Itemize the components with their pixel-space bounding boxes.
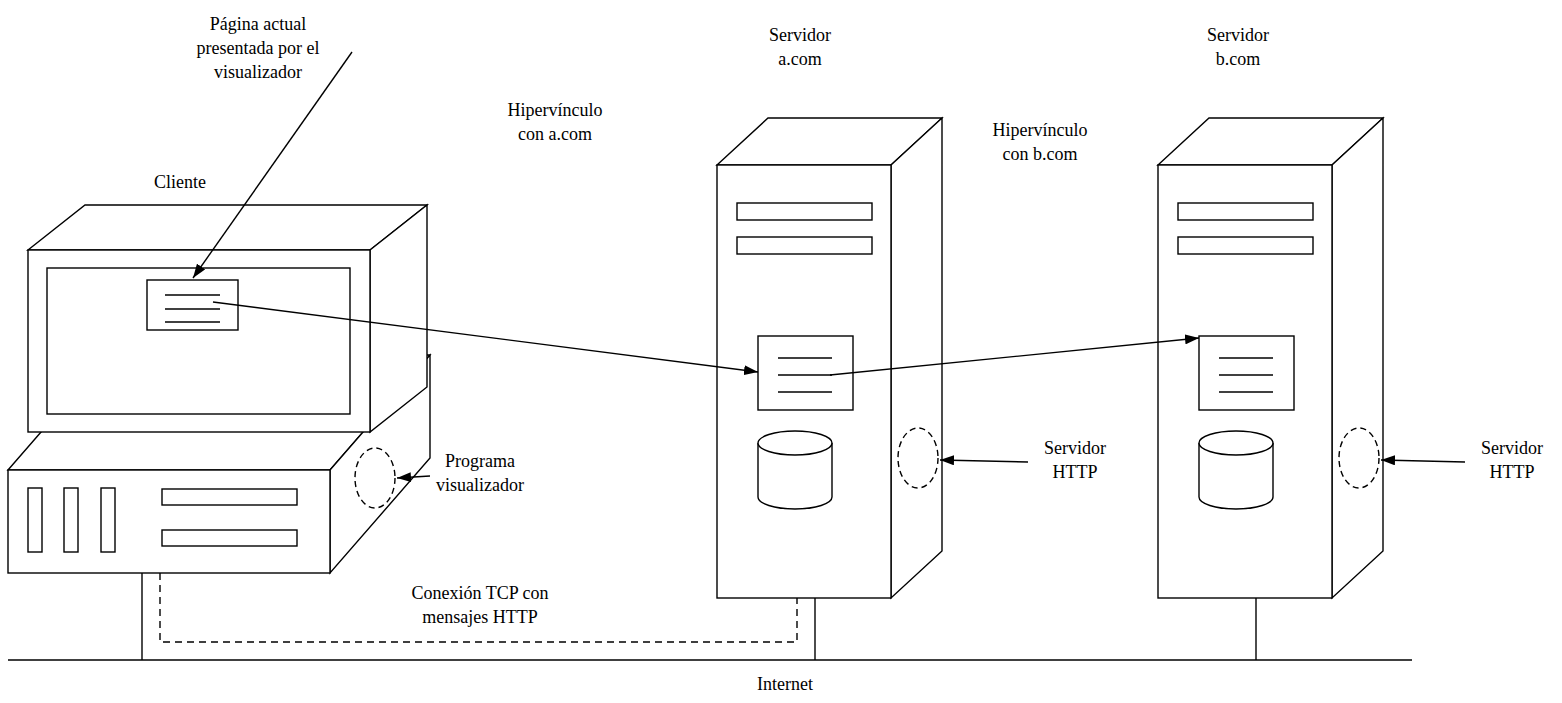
drive-slot xyxy=(1178,237,1313,254)
drive-bay xyxy=(28,488,42,552)
page-line xyxy=(1219,357,1273,358)
callout-label: Programa visualizador xyxy=(425,449,535,497)
monitor-side xyxy=(370,205,427,432)
leader-lines xyxy=(193,52,1465,478)
monitor-top xyxy=(28,205,427,250)
program-marker xyxy=(898,428,938,488)
callout-label: Servidor HTTP xyxy=(1472,436,1552,484)
edge-label: Hipervínculo con a.com xyxy=(500,98,610,146)
edge-label: Conexión TCP con mensajes HTTP xyxy=(405,581,555,629)
server-front xyxy=(717,165,891,598)
leader-line xyxy=(1381,460,1465,462)
web-page-icon xyxy=(147,280,238,330)
page-line xyxy=(1219,374,1273,375)
program-marker xyxy=(1339,428,1379,488)
node-heading: Servidor a.com xyxy=(755,23,845,71)
page-line xyxy=(778,374,832,375)
network-drop xyxy=(141,573,142,660)
network-label: Internet xyxy=(757,672,813,696)
monitor-screen xyxy=(47,268,350,414)
page-line xyxy=(1219,391,1273,392)
drive-slot xyxy=(162,530,297,546)
node-heading: Servidor b.com xyxy=(1193,23,1283,71)
server-front xyxy=(1158,165,1332,598)
drive-slot xyxy=(162,489,297,505)
drive-slot xyxy=(1178,203,1313,220)
server-machine: Servidor b.com xyxy=(1158,118,1383,598)
network-drop xyxy=(814,598,815,660)
server-a-figure xyxy=(717,118,942,660)
hyperlink-arrow xyxy=(213,302,758,372)
page-line xyxy=(778,391,832,392)
drive-bay xyxy=(101,488,115,552)
program-marker xyxy=(355,448,395,508)
hyperlink-arrow xyxy=(830,338,1199,375)
server-side xyxy=(891,118,942,598)
drive-slot xyxy=(737,203,872,220)
internet-line xyxy=(8,659,1412,660)
node-heading: Cliente xyxy=(154,170,206,194)
leader-line xyxy=(397,476,430,478)
callout-label: Página actual presentada por el visualiz… xyxy=(188,12,328,84)
web-page-icon xyxy=(1199,336,1294,410)
web-page-icon xyxy=(758,336,853,410)
client-computer-figure xyxy=(8,205,430,660)
client-computer: Cliente xyxy=(8,205,430,573)
edge-label: Hipervínculo con b.com xyxy=(985,118,1095,166)
server-machine: Servidor a.com xyxy=(717,118,942,598)
page-line xyxy=(165,321,220,322)
page-line xyxy=(165,294,220,295)
leader-line xyxy=(193,52,352,278)
page-line xyxy=(165,308,220,309)
drive-bay xyxy=(64,488,78,552)
disk-top xyxy=(1199,431,1273,455)
network-drop xyxy=(1255,598,1256,660)
drive-slot xyxy=(737,237,872,254)
leader-line xyxy=(940,460,1028,462)
disk-top xyxy=(758,431,832,455)
server-b-figure xyxy=(1158,118,1383,660)
tcp-connection xyxy=(160,573,797,642)
callout-label: Servidor HTTP xyxy=(1035,436,1115,484)
server-side xyxy=(1332,118,1383,598)
base-front xyxy=(8,470,330,573)
monitor-front xyxy=(28,250,370,432)
page-line xyxy=(778,357,832,358)
